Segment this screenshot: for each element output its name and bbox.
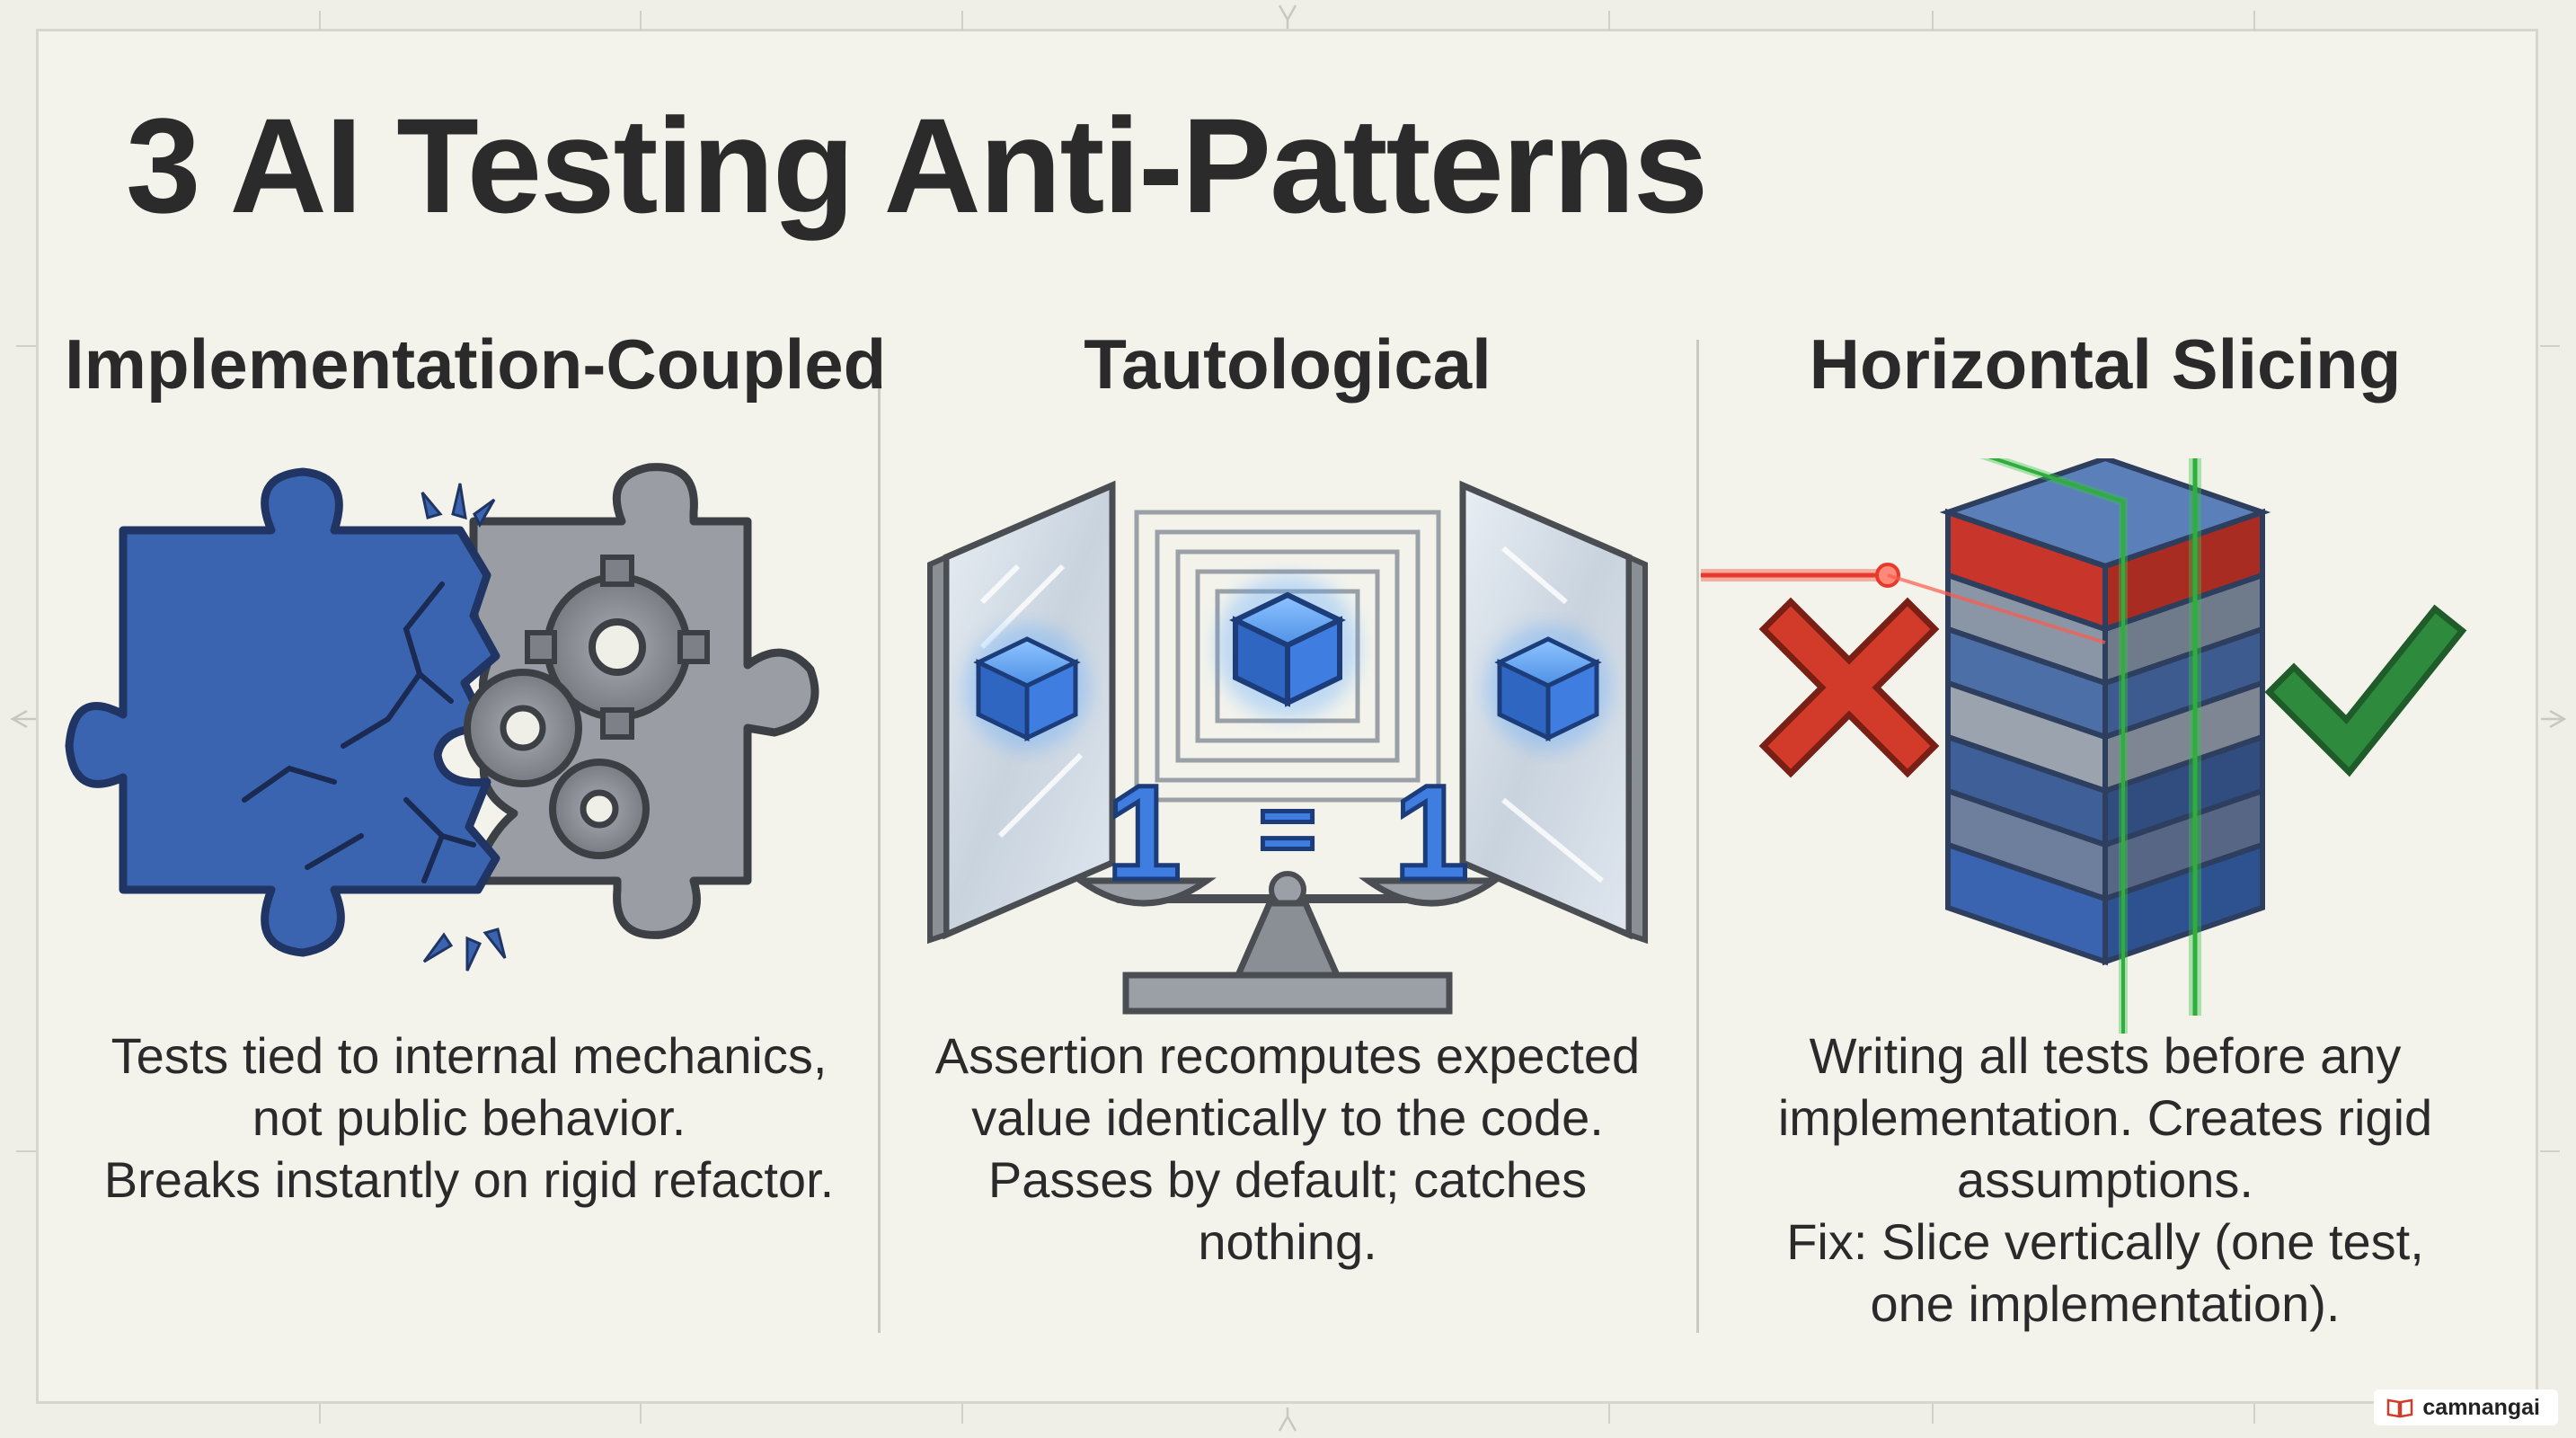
column-description: Tests tied to internal mechanics, not pu… xyxy=(83,1025,855,1211)
watermark-badge: camnangai xyxy=(2374,1389,2558,1425)
description-line: not public behavior. xyxy=(252,1089,686,1146)
edge-tick xyxy=(2540,345,2560,347)
edge-arrow-icon xyxy=(1278,4,1297,29)
anti-pattern-tautological: Tautological xyxy=(883,324,1692,1348)
description-line: Writing all tests before any xyxy=(1809,1027,2402,1084)
description-line: assumptions. xyxy=(1957,1151,2253,1208)
layered-stack-slices-icon xyxy=(1701,458,2467,1034)
broken-puzzle-gears-icon xyxy=(65,463,819,972)
description-line: value identically to the code. xyxy=(971,1089,1604,1146)
anti-pattern-implementation-coupled: Implementation-Coupled xyxy=(65,324,887,1348)
watermark-label: camnangai xyxy=(2422,1394,2540,1420)
edge-tick xyxy=(1932,11,1934,31)
edge-tick xyxy=(1608,1404,1610,1424)
edge-tick xyxy=(1608,11,1610,31)
anti-pattern-horizontal-slicing: Horizontal Slicing xyxy=(1701,324,2510,1348)
description-line: Fix: Slice vertically (one test, xyxy=(1786,1213,2424,1270)
edge-tick xyxy=(961,11,963,31)
check-mark-icon xyxy=(2264,604,2467,777)
edge-tick xyxy=(2253,1404,2255,1424)
column-divider xyxy=(878,340,881,1333)
edge-tick xyxy=(319,11,321,31)
description-line: nothing. xyxy=(1198,1213,1377,1270)
description-line: Breaks instantly on rigid refactor. xyxy=(103,1151,835,1208)
column-heading: Tautological xyxy=(1084,324,1492,404)
edge-arrow-icon xyxy=(1278,1407,1297,1432)
column-heading: Horizontal Slicing xyxy=(1809,324,2402,404)
book-icon xyxy=(2387,1398,2413,1418)
mirrors-scale-icon: 1 = 1 xyxy=(927,480,1648,1015)
edge-arrow-icon xyxy=(10,709,36,729)
equation-operator: = xyxy=(1259,774,1316,884)
column-divider xyxy=(1696,340,1699,1333)
edge-tick xyxy=(319,1404,321,1424)
edge-tick xyxy=(16,1150,36,1152)
equation-left: 1 xyxy=(1106,757,1181,908)
edge-tick xyxy=(1932,1404,1934,1424)
column-description: Writing all tests before any implementat… xyxy=(1719,1025,2492,1335)
edge-arrow-icon xyxy=(2541,709,2567,729)
x-mark-icon xyxy=(1758,597,1940,778)
description-line: Passes by default; catches xyxy=(987,1151,1588,1208)
edge-tick xyxy=(961,1404,963,1424)
description-line: one implementation). xyxy=(1870,1275,2341,1332)
edge-tick xyxy=(16,345,36,347)
column-description: Assertion recomputes expected value iden… xyxy=(901,1025,1674,1273)
edge-tick xyxy=(2540,1150,2560,1152)
column-heading: Implementation-Coupled xyxy=(65,324,887,404)
edge-tick xyxy=(640,11,642,31)
page-title: 3 AI Testing Anti-Patterns xyxy=(126,90,1708,241)
description-line: Tests tied to internal mechanics, xyxy=(111,1027,828,1084)
edge-tick xyxy=(2253,11,2255,31)
description-line: implementation. Creates rigid xyxy=(1777,1089,2433,1146)
description-line: Assertion recomputes expected xyxy=(934,1027,1641,1084)
edge-tick xyxy=(640,1404,642,1424)
equation-right: 1 xyxy=(1394,757,1468,908)
